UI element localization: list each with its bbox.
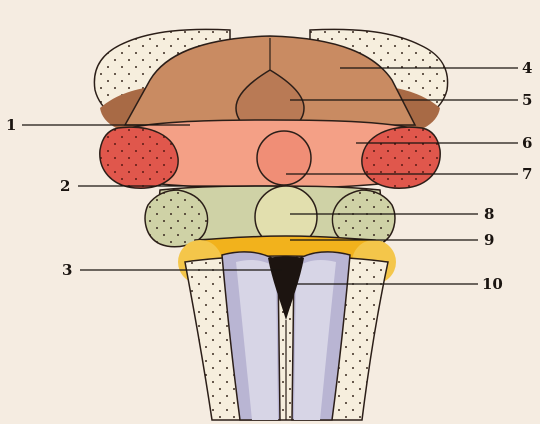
label-2: 2: [60, 177, 70, 195]
label-6: 6: [522, 134, 532, 152]
label-9: 9: [484, 231, 494, 249]
label-5: 5: [522, 91, 532, 109]
label-10: 10: [482, 275, 503, 293]
label-7: 7: [522, 165, 532, 183]
label-3: 3: [62, 261, 72, 279]
left-green-lobe: [145, 190, 207, 247]
label-1: 1: [6, 116, 16, 134]
label-4: 4: [522, 59, 532, 77]
central-circle-upper: [257, 131, 311, 185]
label-8: 8: [484, 205, 494, 223]
